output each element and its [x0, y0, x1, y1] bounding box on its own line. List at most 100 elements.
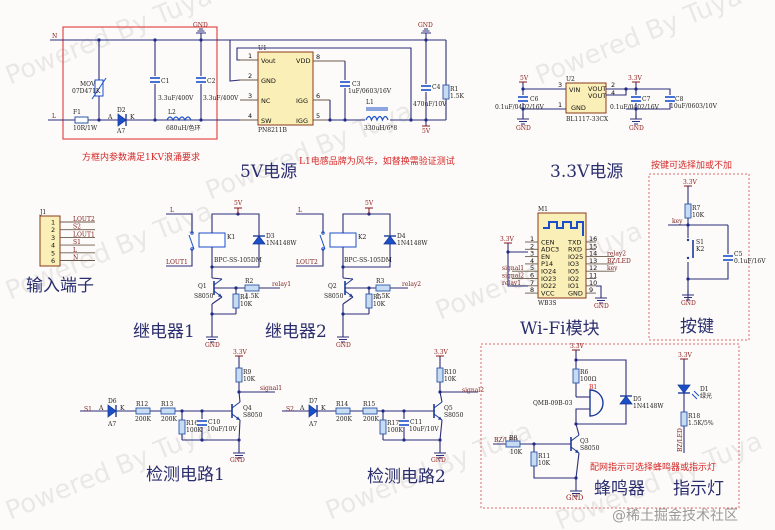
label-text: S2 — [286, 406, 294, 413]
label-text: 1 — [558, 101, 562, 109]
capacitor-c7: C7 0.1uF/0402/16V — [610, 95, 660, 111]
power-flag-5v: 5V — [422, 120, 431, 135]
label-text: MOV — [80, 81, 96, 88]
fuse-f1: F1 10R/1W — [73, 109, 98, 132]
label-text: GND — [261, 77, 276, 85]
section-title-wifi: Wi-Fi模块 — [520, 319, 600, 339]
label-text: R7 — [692, 205, 701, 212]
wifi-pin-name: IO2 — [568, 275, 579, 283]
label-text: R8 — [509, 435, 518, 442]
label-text: Q2 — [328, 283, 337, 290]
connector-pin-net: L — [73, 247, 77, 254]
label-text: GND — [629, 125, 644, 132]
label-text: D3 — [266, 233, 275, 240]
varistor-mov: MOV 07D471K — [72, 77, 107, 100]
label-text: C3 — [352, 81, 361, 88]
label-text: R17 — [387, 420, 399, 427]
wifi-pin-number: 7 — [530, 279, 534, 287]
label-text: A7 — [107, 421, 116, 428]
label-text: C6 — [530, 96, 539, 103]
label-text: A — [299, 405, 305, 412]
section-title-key: 按键 — [680, 317, 714, 337]
led-d1 — [677, 384, 691, 394]
resistor-r15 — [362, 407, 378, 415]
label-text: R16 — [186, 420, 198, 427]
resistor-r1: R1 1.5K — [442, 84, 465, 100]
power-flag-label: 3.3V — [500, 236, 515, 243]
label-text: R4 — [240, 294, 249, 301]
label-text: 3.3V — [683, 179, 698, 186]
connector-pin-number: 4 — [51, 242, 55, 250]
label-text: LOUT2 — [296, 259, 318, 266]
wifi-pin-name: IO23 — [541, 275, 556, 283]
label-text: relay2 — [402, 281, 421, 288]
resistor-r9 — [235, 367, 243, 383]
label-text: 0.1uF/0402/16V — [495, 104, 545, 111]
label-text: D5 — [633, 396, 642, 403]
resistor-r4 — [232, 293, 240, 309]
label-text: relay1 — [272, 281, 291, 288]
relay-coil-k1 — [198, 232, 226, 248]
label-text: 100K — [387, 427, 403, 434]
label-text: VDD — [296, 57, 310, 65]
resistor-r18 — [680, 411, 688, 427]
wifi-net-label: signal1 — [502, 265, 524, 272]
label-text: 3.3uF/400V — [158, 95, 194, 102]
wifi-pin-name: VCC — [541, 289, 555, 297]
label-text: GND — [230, 457, 245, 464]
wifi-pin-number: 2 — [530, 242, 534, 250]
label-text: A7 — [308, 421, 317, 428]
label-text: BZ/LED — [494, 437, 518, 444]
inductor-l1: L1 330uH/6*8 — [364, 99, 397, 132]
label-text: BL1117-33CX — [566, 116, 609, 123]
label-text: GND — [431, 457, 446, 464]
label-text: 10K — [510, 449, 523, 456]
transistor-q5 — [433, 401, 443, 421]
label-text: 10K — [243, 376, 256, 383]
credit-watermark: @稀土掘金技术社区 — [612, 508, 738, 524]
connector-pin-number: 1 — [51, 219, 55, 227]
label-text: D6 — [108, 398, 117, 405]
label-text: 4 — [248, 112, 252, 120]
label-text: 07D471K — [72, 88, 101, 95]
connector-pin-number: 2 — [51, 226, 55, 234]
label-text: SW — [261, 117, 272, 125]
wifi-pin-number: 14 — [589, 250, 597, 258]
label-text: D4 — [397, 233, 406, 240]
label-text: 1N4148W — [266, 240, 297, 247]
label-text: R5 — [373, 294, 382, 301]
label-text: R18 — [688, 413, 700, 420]
diode-d4: D4 1N4148W — [383, 233, 428, 247]
label-text: K — [120, 405, 125, 412]
resistor-r12 — [135, 407, 151, 415]
label-text: C11 — [410, 419, 422, 426]
wifi-pin-name: RXD — [568, 246, 582, 254]
label-text: S8050 — [194, 293, 214, 300]
label-text: 5 — [316, 112, 320, 120]
label-text: 2 — [611, 81, 615, 89]
connector-pin-number: 5 — [51, 249, 55, 257]
watermark-text: Powered By Tuya — [1, 0, 216, 91]
inductor-l2: L2 680uH/色环 — [166, 109, 201, 132]
label-text: A7 — [116, 128, 125, 135]
label-text: 3 — [248, 92, 252, 100]
label-text: 10uF/10V — [409, 426, 439, 433]
resistor-r6 — [572, 368, 580, 384]
label-text: Vout — [261, 57, 276, 65]
label-text: R13 — [161, 401, 173, 408]
wifi-pin-number: 6 — [530, 272, 534, 280]
capacitor-c8: C8 10uF/0603/10V — [665, 95, 718, 110]
label-text: R2 — [245, 278, 254, 285]
resistor-r14 — [335, 407, 351, 415]
capacitor-c4: C4 470uF/10V — [413, 84, 447, 108]
wifi-pin-number: 12 — [589, 264, 597, 272]
label-text: R10 — [444, 369, 456, 376]
label-text: R14 — [336, 401, 348, 408]
label-text: C2 — [207, 78, 216, 85]
transistor-q3 — [570, 434, 580, 454]
resistor-r7 — [684, 203, 692, 219]
diode-d3: D3 1N4148W — [252, 233, 297, 247]
